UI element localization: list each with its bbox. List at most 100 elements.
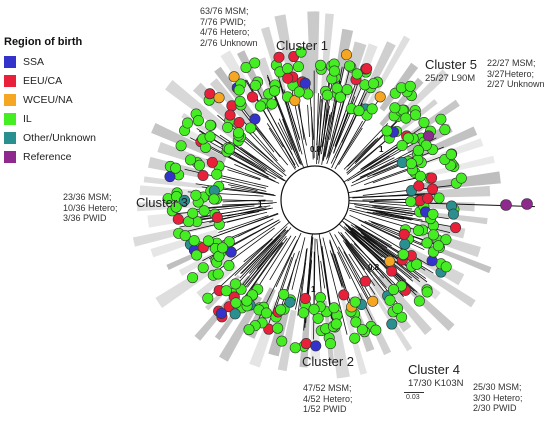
tip-marker [266,98,278,110]
clade-wedge [143,176,202,189]
tip-marker [244,122,256,134]
tip-marker [440,234,452,246]
branch-line [279,81,301,152]
tip-marker [260,307,272,319]
tip-marker [198,205,210,217]
tip-marker [349,296,361,308]
cluster-5-composition-line: 2/27 Unknown [487,79,545,89]
tip-marker [215,307,227,319]
tip-marker [330,318,342,330]
tip-marker [272,322,284,334]
backbone-circle [280,165,350,235]
branch-line [360,224,430,266]
branch-line [345,242,387,294]
legend-label-other-unknown: Other/Unknown [23,131,96,144]
tip-marker [273,51,285,63]
tip-marker [359,275,371,287]
tip-marker [420,139,432,151]
legend-label-eeu-ca: EEU/CA [23,74,63,87]
legend-swatch-wceu-na [4,93,16,106]
tip-marker [289,342,301,354]
tip-marker [243,324,255,336]
legend-label-ssa: SSA [23,55,45,68]
branch-line [248,229,289,274]
reference-tip-marker [521,198,533,210]
tip-marker [229,278,241,290]
branch-line [350,224,399,259]
cluster-2-composition: 47/52 MSM; 4/52 Hetero; 1/52 PWID [303,383,353,415]
tip-marker [206,156,218,168]
tip-marker [188,235,200,247]
tip-marker [213,92,225,104]
branch-line [210,213,279,239]
tip-marker [384,255,396,267]
tip-marker [208,193,220,205]
tip-marker [340,49,352,61]
cluster-2-composition-line: 4/52 Hetero; [303,393,353,404]
branch-line [226,214,257,223]
tip-marker [389,102,401,114]
tip-marker [405,196,417,208]
branch-line [362,155,390,173]
branch-line [268,127,296,170]
branch-line [375,211,412,221]
branch-line [282,118,296,153]
branch-line [363,235,394,258]
tip-marker [269,85,281,97]
branch-line [234,164,280,184]
branch-line [241,242,283,292]
tip-marker [292,61,304,73]
cluster-1-composition-line: 7/76 PWID; [200,16,247,27]
clade-wedge [139,185,201,197]
cluster-4-composition-line: 25/30 MSM; [473,382,522,392]
branch-line [279,250,300,313]
branch-line [184,168,267,189]
branch-line [349,214,425,251]
tip-marker [450,222,462,234]
branch-line [269,235,297,281]
branch-line [318,99,322,156]
branch-line [321,72,334,155]
tip-marker [249,113,261,125]
branch-line [245,234,281,272]
branch-line [291,237,306,290]
tip-marker [427,183,439,195]
cluster-1-composition: 63/76 MSM; 7/76 PWID; 4/76 Hetero; 2/76 … [200,6,258,48]
legend-swatch-il [4,112,16,125]
branch-line [234,238,273,276]
tip-marker [315,59,327,71]
tip-marker [410,109,422,121]
branch-line [233,229,287,288]
legend-item-ssa: SSA [4,52,124,71]
legend-item-other-unknown: Other/Unknown [4,128,124,147]
tip-marker [399,238,411,250]
tip-marker [191,249,203,261]
tip-marker [439,124,451,136]
tip-marker [435,113,447,125]
branch-line [211,222,290,295]
tip-marker [233,84,245,96]
branch-line [369,157,395,171]
branch-line [334,234,372,299]
branch-line [329,250,343,288]
tip-marker [426,172,438,184]
tip-marker [423,130,435,142]
tip-marker [413,180,425,192]
tip-marker [411,258,423,270]
tip-marker [325,338,337,350]
tip-marker [197,170,209,182]
tip-marker [224,109,236,121]
branch-line [320,260,326,289]
tip-marker [299,77,311,89]
clade-wedge [320,13,334,103]
tip-marker [212,268,224,280]
branch-line [250,237,288,290]
tip-marker [298,307,310,319]
branch-line [278,118,301,164]
tip-marker [427,229,439,241]
branch-line [228,148,285,182]
clade-wedge [196,263,237,299]
tip-marker [284,296,296,308]
cluster-3-label: Cluster 3 [136,195,189,210]
tip-marker [328,65,340,77]
